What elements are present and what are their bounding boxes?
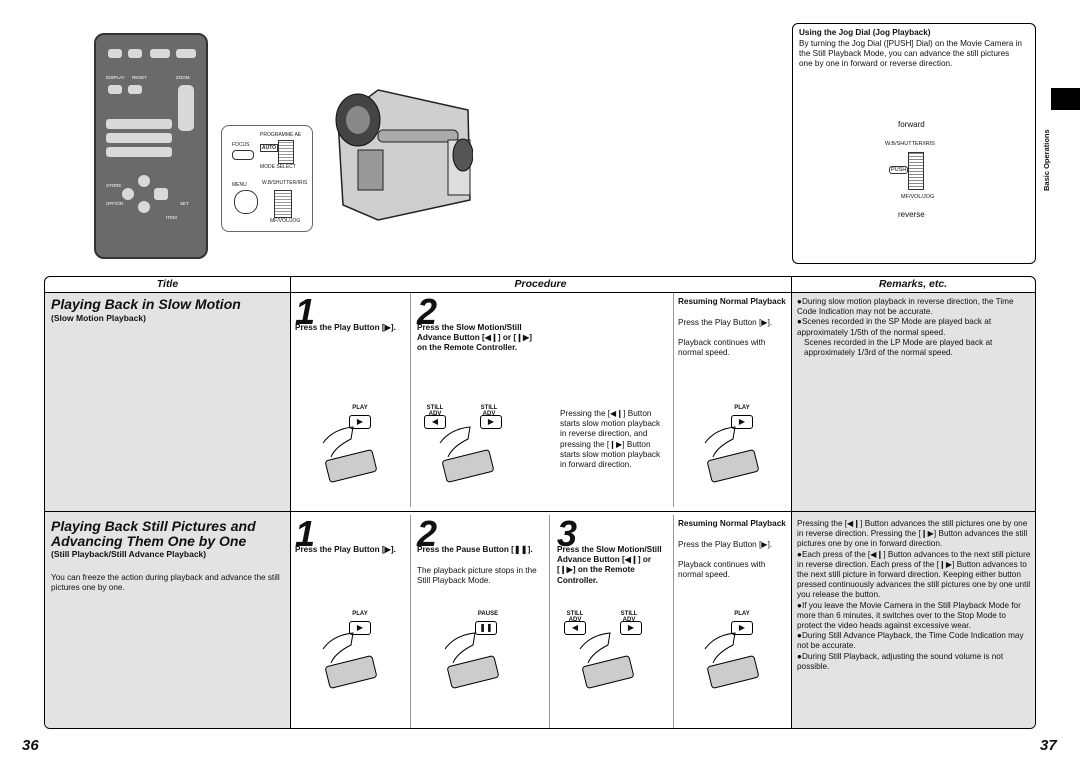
still-adv-reverse-icon: ◀ — [424, 415, 446, 429]
section1-step2-note: Pressing the [◀❙] Button starts slow mot… — [560, 409, 661, 470]
remote-label-reset: RESET — [132, 75, 148, 80]
section1-resume-title: Resuming Normal Playback — [678, 297, 786, 306]
section1-step1-number: 1 — [295, 291, 316, 332]
section2-resume-title: Resuming Normal Playback — [678, 519, 786, 528]
section1-step1-text: Press the Play Button [▶]. — [295, 323, 396, 332]
still-adv-reverse-label: STILL ADV — [426, 405, 444, 417]
s2-resume-play-button-icon: ▶ — [731, 621, 753, 635]
section1-remark-3: Scenes recorded in the LP Mode are playe… — [804, 337, 993, 358]
section1-subtitle: (Slow Motion Playback) — [51, 313, 146, 323]
remarks-column-shade — [791, 293, 1035, 728]
pause-button-label: PAUSE — [477, 611, 499, 617]
section2-description: You can freeze the action during playbac… — [51, 573, 280, 593]
programme-dial-shape — [278, 140, 294, 164]
remote-label-store: STORE — [106, 183, 122, 188]
section2-step2-note: The playback picture stops in the Still … — [417, 566, 537, 586]
play-button-icon: ▶ — [349, 415, 371, 429]
section1-title: Playing Back in Slow Motion — [51, 296, 241, 312]
section2-step3-text: Press the Slow Motion/Still Advance Butt… — [557, 545, 662, 585]
remote-label-item: ITEM — [166, 215, 177, 220]
section2-step3-number: 3 — [557, 513, 578, 554]
section2-remark-3: ●If you leave the Movie Camera in the St… — [797, 600, 1021, 631]
s2-play-button-label: PLAY — [352, 611, 368, 617]
panel-programme-label: PROGRAMME AE — [260, 132, 302, 138]
panel-wb-label: W.B/SHUTTER/IRIS — [262, 180, 308, 186]
s2-resume-play-button-label: PLAY — [734, 611, 750, 617]
section1-remarks: ●During slow motion playback in reverse … — [797, 297, 1031, 358]
jog-push-label: PUSH — [889, 166, 909, 174]
remote-label-zoom: ZOOM — [176, 75, 190, 80]
pause-button-icon: ❚❚ — [475, 621, 497, 635]
still-adv-forward-label: STILL ADV — [480, 405, 498, 417]
movie-camera-illustration — [318, 80, 474, 230]
jog-dial-info-box: Using the Jog Dial (Jog Playback) By tur… — [792, 23, 1036, 264]
section2-remark-1: Pressing the [◀❙] Button advances the st… — [797, 519, 1028, 549]
jog-dial-shape — [908, 152, 924, 190]
jog-reverse-label: reverse — [898, 210, 925, 219]
focus-button-shape — [232, 150, 254, 160]
section2-step1-text: Press the Play Button [▶]. — [295, 545, 396, 554]
section1-step1-illustration: PLAY ▶ — [313, 405, 393, 485]
jog-description: By turning the Jog Dial ([PUSH] Dial) on… — [799, 39, 1022, 68]
s2-still-adv-forward-label: STILL ADV — [620, 611, 638, 623]
section1-resume-text1: Press the Play Button [▶]. — [678, 318, 773, 327]
jog-heading: Using the Jog Dial (Jog Playback) — [799, 28, 931, 37]
section1-remark-2: ●Scenes recorded in the SP Mode are play… — [797, 317, 992, 337]
header-remarks: Remarks, etc. — [791, 277, 1035, 293]
resume-play-button-label: PLAY — [734, 405, 750, 411]
section2-resume-text1: Press the Play Button [▶]. — [678, 540, 773, 549]
play-button-label: PLAY — [352, 405, 368, 411]
resume-play-button-icon: ▶ — [731, 415, 753, 429]
still-adv-forward-icon: ▶ — [480, 415, 502, 429]
header-title: Title — [45, 277, 290, 293]
side-tab-label: Basic Operations — [1042, 129, 1051, 191]
section2-title-line2: Advancing Them One by One — [51, 533, 247, 549]
remote-label-set: SET — [180, 201, 189, 206]
jog-forward-label: forward — [898, 120, 925, 129]
panel-menu-label: MENU — [232, 182, 247, 188]
section1-resume-illustration: PLAY ▶ — [695, 405, 775, 485]
camera-control-panel-illustration: PROGRAMME AE FOCUS AUTO MODE SELECT MENU… — [221, 125, 313, 232]
panel-focus-label: FOCUS — [232, 142, 250, 148]
section2-title-line1: Playing Back Still Pictures and — [51, 518, 256, 534]
panel-mf-label: MF/VOL/JOG — [270, 218, 301, 224]
jog-mf-label: MF/VOL/JOG — [901, 194, 935, 200]
header-procedure: Procedure — [290, 277, 791, 293]
section2-step1-illustration: PLAY ▶ — [313, 611, 393, 691]
section2-remark-4: ●During Still Advance Playback, the Time… — [797, 631, 1024, 651]
page-number-left: 36 — [22, 737, 39, 754]
s2-play-button-icon: ▶ — [349, 621, 371, 635]
panel-auto-label: AUTO — [260, 144, 279, 152]
section1-step2-number: 2 — [417, 291, 438, 332]
side-tab-marker — [1051, 88, 1080, 110]
remote-label-offon: OFF/ON — [106, 201, 123, 206]
menu-dial-shape — [234, 190, 258, 214]
section2-resume-text2: Playback continues with normal speed. — [678, 560, 766, 580]
remote-controller-illustration: DISPLAY RESET ZOOM STORE OFF/ON SET ITEM — [94, 33, 208, 259]
s2-still-adv-reverse-label: STILL ADV — [566, 611, 584, 623]
section2-remark-2: ●Each press of the [◀❙] Button advances … — [797, 549, 1031, 600]
section2-remark-5: ●During Still Playback, adjusting the so… — [797, 651, 1004, 671]
page-number-right: 37 — [1040, 737, 1057, 754]
section1-step2-text: Press the Slow Motion/Still Advance Butt… — [417, 323, 533, 353]
remote-label-display: DISPLAY — [106, 75, 125, 80]
section2-resume-illustration: PLAY ▶ — [695, 611, 775, 691]
jog-dial-shape — [274, 190, 292, 218]
title-column-shade — [45, 293, 290, 728]
section2-subtitle: (Still Playback/Still Advance Playback) — [51, 549, 207, 559]
section1-resume-text2: Playback continues with normal speed. — [678, 338, 766, 358]
section2-step3-illustration: STILL ADV ◀ STILL ADV ▶ — [560, 611, 670, 691]
section2-step2-number: 2 — [417, 513, 438, 554]
section1-remark-1: ●During slow motion playback in reverse … — [797, 297, 1014, 317]
section2-step1-number: 1 — [295, 513, 316, 554]
panel-mode-select-label: MODE SELECT — [260, 164, 296, 170]
section2-remarks: Pressing the [◀❙] Button advances the st… — [797, 519, 1031, 672]
s2-still-adv-forward-icon: ▶ — [620, 621, 642, 635]
jog-wb-label: W.B/SHUTTER/IRIS — [885, 141, 935, 147]
s2-still-adv-reverse-icon: ◀ — [564, 621, 586, 635]
section2-step2-illustration: PAUSE ❚❚ — [435, 611, 515, 691]
section2-step2-text: Press the Pause Button [❚❚]. — [417, 545, 533, 554]
section1-step2-illustration: STILL ADV ◀ STILL ADV ▶ — [420, 405, 530, 485]
procedure-table: Title Procedure Remarks, etc. Playing Ba… — [44, 276, 1036, 729]
